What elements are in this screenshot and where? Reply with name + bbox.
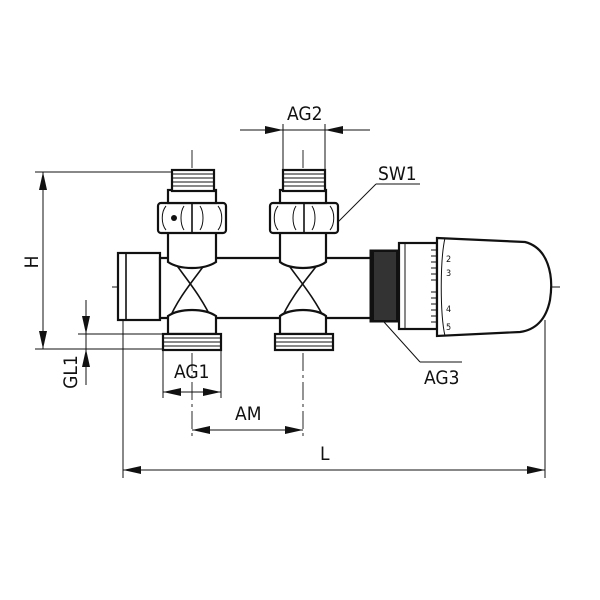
scale-number-2: 2 <box>446 255 451 265</box>
label-l: L <box>320 443 330 465</box>
label-ag3: AG3 <box>424 367 459 389</box>
dimension-ag1: AG1 <box>162 350 222 398</box>
valve-body <box>116 251 374 323</box>
label-sw1: SW1 <box>378 163 417 185</box>
leader-ag3: AG3 <box>383 321 462 389</box>
label-h: H <box>21 256 43 269</box>
scale-number-4: 4 <box>446 305 451 315</box>
dimension-am: AM <box>192 403 303 434</box>
thermostat-head: 2 3 4 5 <box>369 236 553 338</box>
dimension-l: L <box>122 320 546 478</box>
label-am: AM <box>235 403 261 425</box>
dimension-gl1: GL1 <box>60 300 163 389</box>
scale-number-3: 3 <box>446 269 451 279</box>
label-gl1: GL1 <box>60 355 82 389</box>
left-lower-connection <box>161 308 223 352</box>
label-ag1: AG1 <box>174 361 209 383</box>
right-lower-connection <box>273 308 335 352</box>
left-upper-connection <box>156 168 228 270</box>
dimension-h: H <box>21 171 172 350</box>
right-upper-connection <box>268 168 340 270</box>
scale-number-5: 5 <box>446 323 451 333</box>
dimension-ag2: AG2 <box>240 103 370 170</box>
label-ag2: AG2 <box>287 103 322 125</box>
leader-sw1: SW1 <box>337 163 420 223</box>
